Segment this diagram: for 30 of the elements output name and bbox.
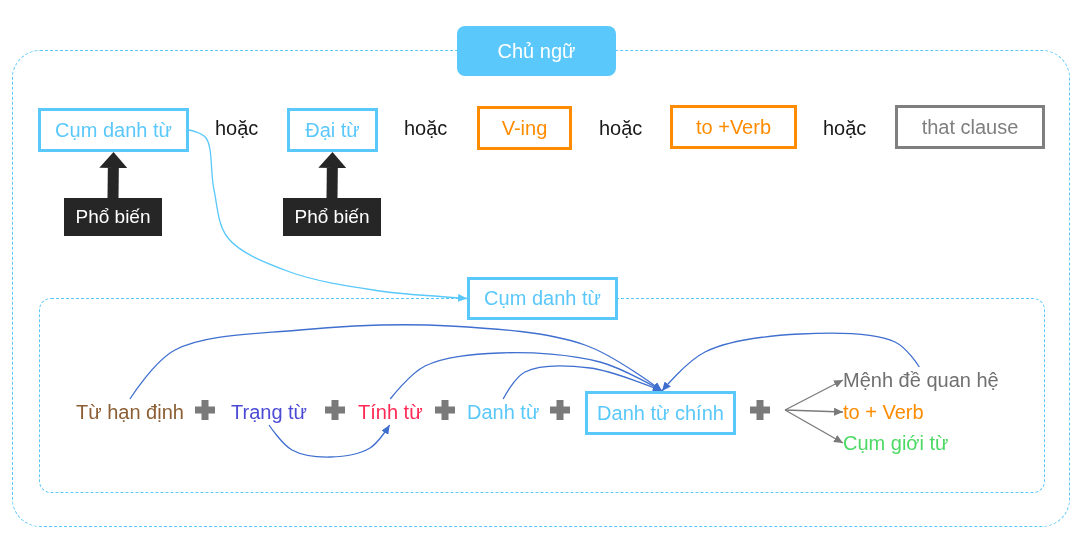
arrow [784, 379, 844, 411]
note-tag: Phổ biến [64, 198, 162, 236]
group-heading-tab: Chủ ngữ [457, 26, 616, 76]
term-box: that clause [895, 105, 1045, 149]
term-label: Từ hạn định [76, 399, 184, 425]
connector-word: hoặc [823, 116, 867, 141]
term-box: Đại từ [287, 108, 378, 152]
curved-arrow [129, 324, 663, 400]
curved-arrow [268, 424, 391, 458]
note-tag: Phổ biến [283, 198, 381, 236]
block-arrow [99, 152, 128, 199]
connector-word: hoặc [599, 116, 643, 141]
term-box: Cụm danh từ [38, 108, 189, 152]
term-label: Trạng từ [231, 399, 307, 425]
arrow [784, 409, 844, 444]
connector-word: hoặc [215, 116, 259, 141]
connector-word: hoặc [404, 116, 448, 141]
term-label: Tính từ [358, 399, 423, 425]
term-box: V-ing [477, 106, 572, 150]
term-box: Cụm danh từ [467, 277, 618, 320]
curved-arrow [661, 332, 920, 392]
arrow [784, 407, 844, 416]
term-label: Danh từ [467, 399, 540, 425]
term-label: to + Verb [843, 399, 924, 425]
curved-arrow [188, 129, 468, 302]
block-arrow [318, 152, 347, 199]
term-label: Mệnh đề quan hệ [843, 367, 999, 393]
term-label: Cụm giới từ [843, 430, 949, 456]
term-box: to +Verb [670, 105, 797, 149]
term-box: Danh từ chính [585, 391, 736, 435]
